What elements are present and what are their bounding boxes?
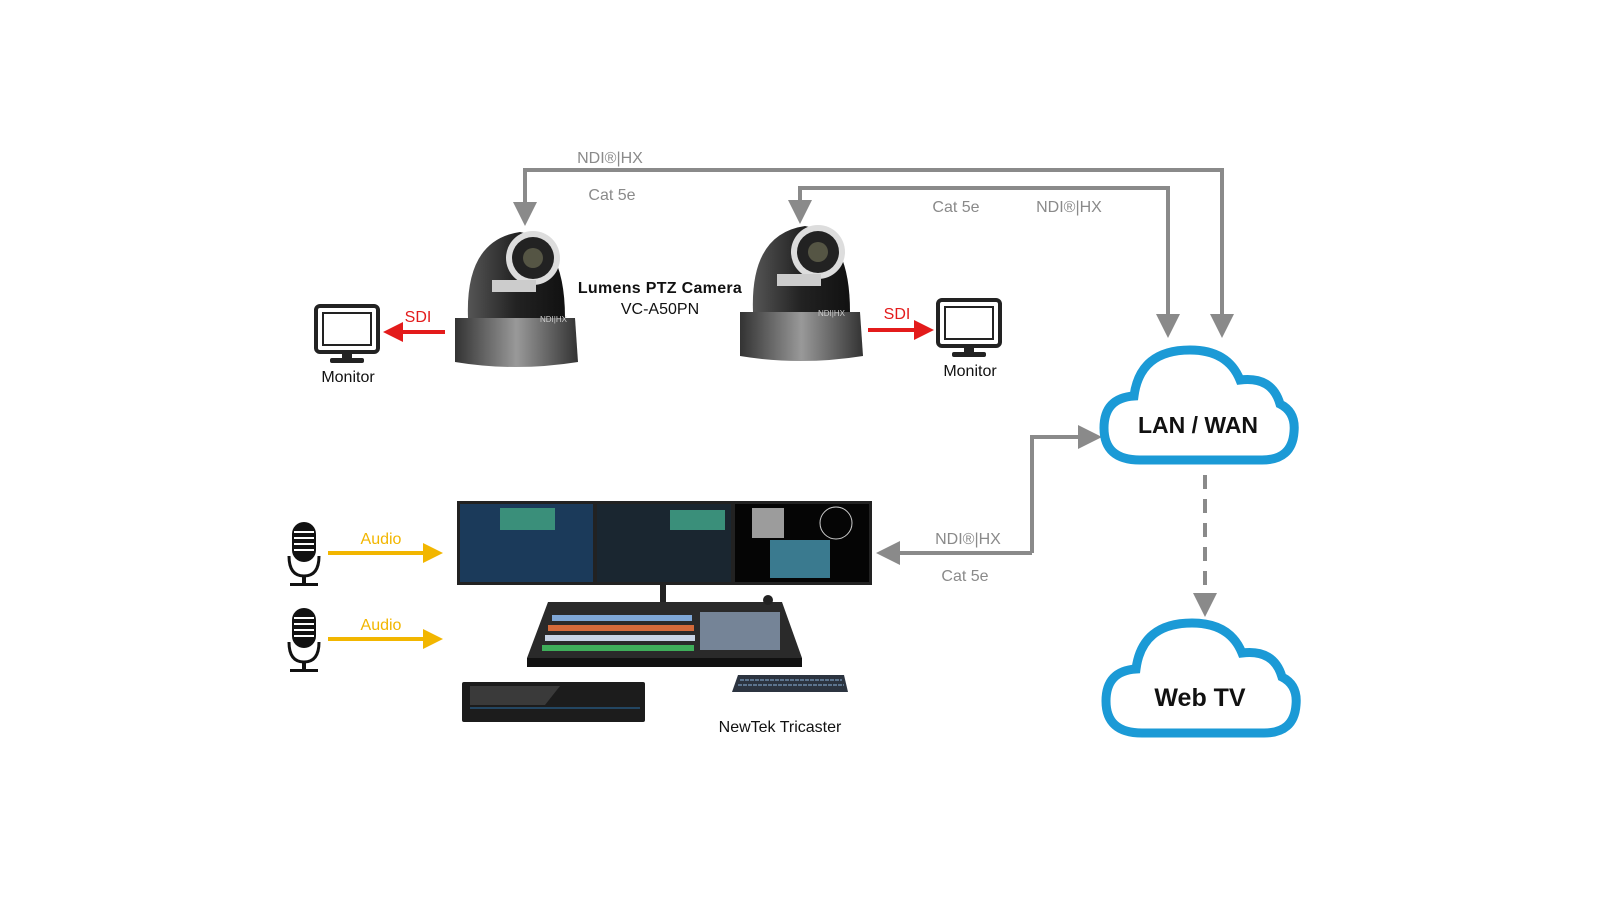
microphone-icon [287, 522, 321, 586]
monitor-label: Monitor [321, 369, 375, 386]
camera-badge: NDI|HX [540, 315, 568, 324]
monitor-icon [314, 304, 380, 363]
microphone-icon [287, 608, 321, 672]
monitor-icon [936, 298, 1002, 357]
sdi-label: SDI [405, 309, 432, 326]
tricaster-screens [457, 501, 872, 585]
camera-model: VC-A50PN [621, 301, 699, 318]
cable-camera2-path [788, 186, 1170, 310]
ptz-camera-icon: NDI|HX [455, 231, 578, 367]
ptz-camera-icon: NDI|HX [740, 225, 863, 361]
web-tv-label: Web TV [1154, 684, 1246, 712]
ndi-label: NDI®|HX [935, 531, 1001, 548]
ndi-label: NDI®|HX [1036, 199, 1102, 216]
audio-label: Audio [361, 531, 402, 548]
cat5e-label: Cat 5e [588, 187, 635, 204]
camera-badge: NDI|HX [818, 309, 846, 318]
tricaster-label: NewTek Tricaster [719, 719, 842, 736]
keyboard-icon [732, 675, 848, 692]
camera-name: Lumens PTZ Camera [578, 280, 742, 297]
monitor-stand [660, 585, 666, 603]
lan-wan-label: LAN / WAN [1138, 412, 1258, 438]
cloud-icon [1099, 345, 1299, 465]
cable-camera1 [513, 168, 1224, 326]
monitor-label: Monitor [943, 363, 997, 380]
cable-tricaster [1030, 425, 1102, 553]
audio-label: Audio [361, 617, 402, 634]
ndi-label: NDI®|HX [577, 150, 643, 167]
tricaster-server [462, 682, 645, 722]
cat5e-label: Cat 5e [941, 568, 988, 585]
sdi-label: SDI [884, 306, 911, 323]
tricaster-control-surface [527, 595, 802, 667]
cat5e-label: Cat 5e [932, 199, 979, 216]
cloud-icon [1101, 618, 1301, 738]
